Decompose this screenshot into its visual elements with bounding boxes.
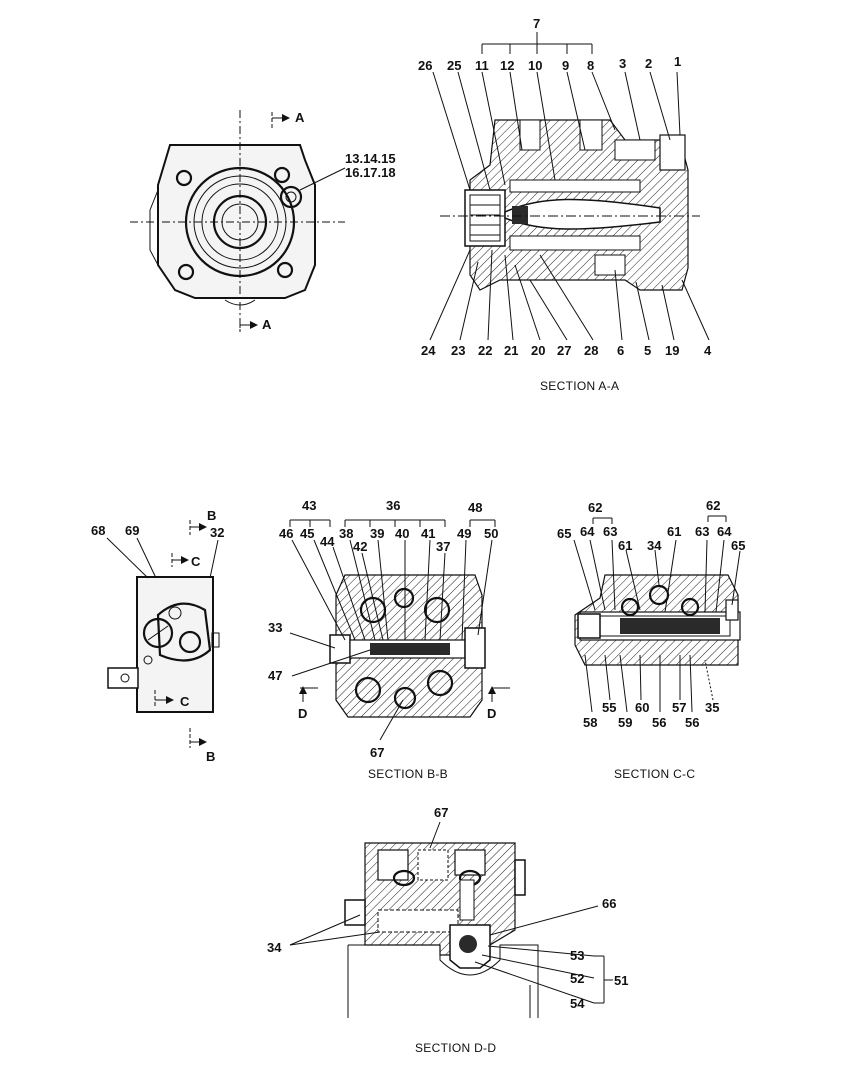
label-4: 4	[704, 343, 712, 358]
label-38: 38	[339, 526, 353, 541]
label-34-cc: 34	[647, 538, 662, 553]
label-25: 25	[447, 58, 461, 73]
label-48: 48	[468, 500, 482, 515]
cut-mark-d-right: D	[487, 706, 496, 721]
label-61-left: 61	[618, 538, 632, 553]
label-10: 10	[528, 58, 542, 73]
caption-section-cc: SECTION C-C	[614, 767, 695, 781]
label-57: 57	[672, 700, 686, 715]
label-40: 40	[395, 526, 409, 541]
caption-section-aa: SECTION A-A	[540, 379, 619, 393]
label-5: 5	[644, 343, 651, 358]
label-34-dd: 34	[267, 940, 282, 955]
label-64-left: 64	[580, 524, 595, 539]
section-bb-drawing	[289, 519, 510, 741]
callout-front-line1: 13.14.15	[345, 151, 396, 166]
label-43: 43	[302, 498, 316, 513]
label-65-left: 65	[557, 526, 571, 541]
label-51: 51	[614, 973, 628, 988]
cut-mark-a-bottom: A	[262, 317, 272, 332]
label-61-right: 61	[667, 524, 681, 539]
label-50: 50	[484, 526, 498, 541]
label-62-right: 62	[706, 498, 720, 513]
label-53: 53	[570, 948, 584, 963]
label-58: 58	[583, 715, 597, 730]
label-36: 36	[386, 498, 400, 513]
callout-front-line2: 16.17.18	[345, 165, 396, 180]
section-aa-leaders	[429, 32, 710, 341]
label-35: 35	[705, 700, 719, 715]
caption-section-dd: SECTION D-D	[415, 1041, 496, 1055]
label-55: 55	[602, 700, 616, 715]
label-69: 69	[125, 523, 139, 538]
cut-mark-d-left: D	[298, 706, 307, 721]
label-42: 42	[353, 539, 367, 554]
label-22: 22	[478, 343, 492, 358]
label-21: 21	[504, 343, 518, 358]
label-24: 24	[421, 343, 436, 358]
label-41: 41	[421, 526, 435, 541]
section-cc-drawing	[573, 515, 741, 713]
label-32: 32	[210, 525, 224, 540]
label-67-dd: 67	[434, 805, 448, 820]
label-8: 8	[587, 58, 594, 73]
label-60: 60	[635, 700, 649, 715]
cut-mark-c-top: C	[191, 554, 201, 569]
label-27: 27	[557, 343, 571, 358]
label-3: 3	[619, 56, 626, 71]
label-66: 66	[602, 896, 616, 911]
label-46: 46	[279, 526, 293, 541]
cut-mark-a-top: A	[295, 110, 305, 125]
label-63-left: 63	[603, 524, 617, 539]
label-52: 52	[570, 971, 584, 986]
label-11: 11	[475, 58, 489, 73]
cut-mark-b-top: B	[207, 508, 216, 523]
label-19: 19	[665, 343, 679, 358]
label-56-left: 56	[652, 715, 666, 730]
section-dd-labels: 67 66 53 52 54 51 34	[267, 805, 628, 1011]
label-26: 26	[418, 58, 432, 73]
cut-mark-c-bottom: C	[180, 694, 190, 709]
cut-mark-b-bottom: B	[206, 749, 215, 764]
label-9: 9	[562, 58, 569, 73]
label-54: 54	[570, 996, 585, 1011]
label-28: 28	[584, 343, 598, 358]
label-12: 12	[500, 58, 514, 73]
section-aa-drawing	[440, 119, 700, 291]
label-56-right: 56	[685, 715, 699, 730]
label-1: 1	[674, 54, 681, 69]
section-cc-labels: 62 62 65 64 63 61 34 61 63 64 65 55 60 5…	[557, 498, 745, 730]
label-68: 68	[91, 523, 105, 538]
label-59: 59	[618, 715, 632, 730]
label-65-right: 65	[731, 538, 745, 553]
label-20: 20	[531, 343, 545, 358]
label-62-left: 62	[588, 500, 602, 515]
label-63-right: 63	[695, 524, 709, 539]
label-39: 39	[370, 526, 384, 541]
section-aa-top-labels: 26 25 11 12 10 9 8 3 2 1	[418, 54, 681, 73]
label-37: 37	[436, 539, 450, 554]
label-2: 2	[645, 56, 652, 71]
label-44: 44	[320, 534, 335, 549]
label-67-bb: 67	[370, 745, 384, 760]
label-6: 6	[617, 343, 624, 358]
label-64-right: 64	[717, 524, 732, 539]
front-view	[130, 110, 346, 332]
label-47: 47	[268, 668, 282, 683]
section-bb-labels: 43 36 48 46 45 44 38 39 40 41 37 49 50 4…	[268, 498, 498, 760]
label-23: 23	[451, 343, 465, 358]
side-view-labels: 68 69 32 B C C B	[91, 508, 224, 764]
caption-section-bb: SECTION B-B	[368, 767, 448, 781]
section-aa-bottom-labels: 24 23 22 21 20 27 28 6 5 19 4	[421, 343, 712, 358]
label-33: 33	[268, 620, 282, 635]
label-49: 49	[457, 526, 471, 541]
side-view	[106, 520, 220, 748]
label-7: 7	[533, 16, 540, 31]
section-dd-drawing	[289, 821, 613, 1018]
label-45: 45	[300, 526, 314, 541]
